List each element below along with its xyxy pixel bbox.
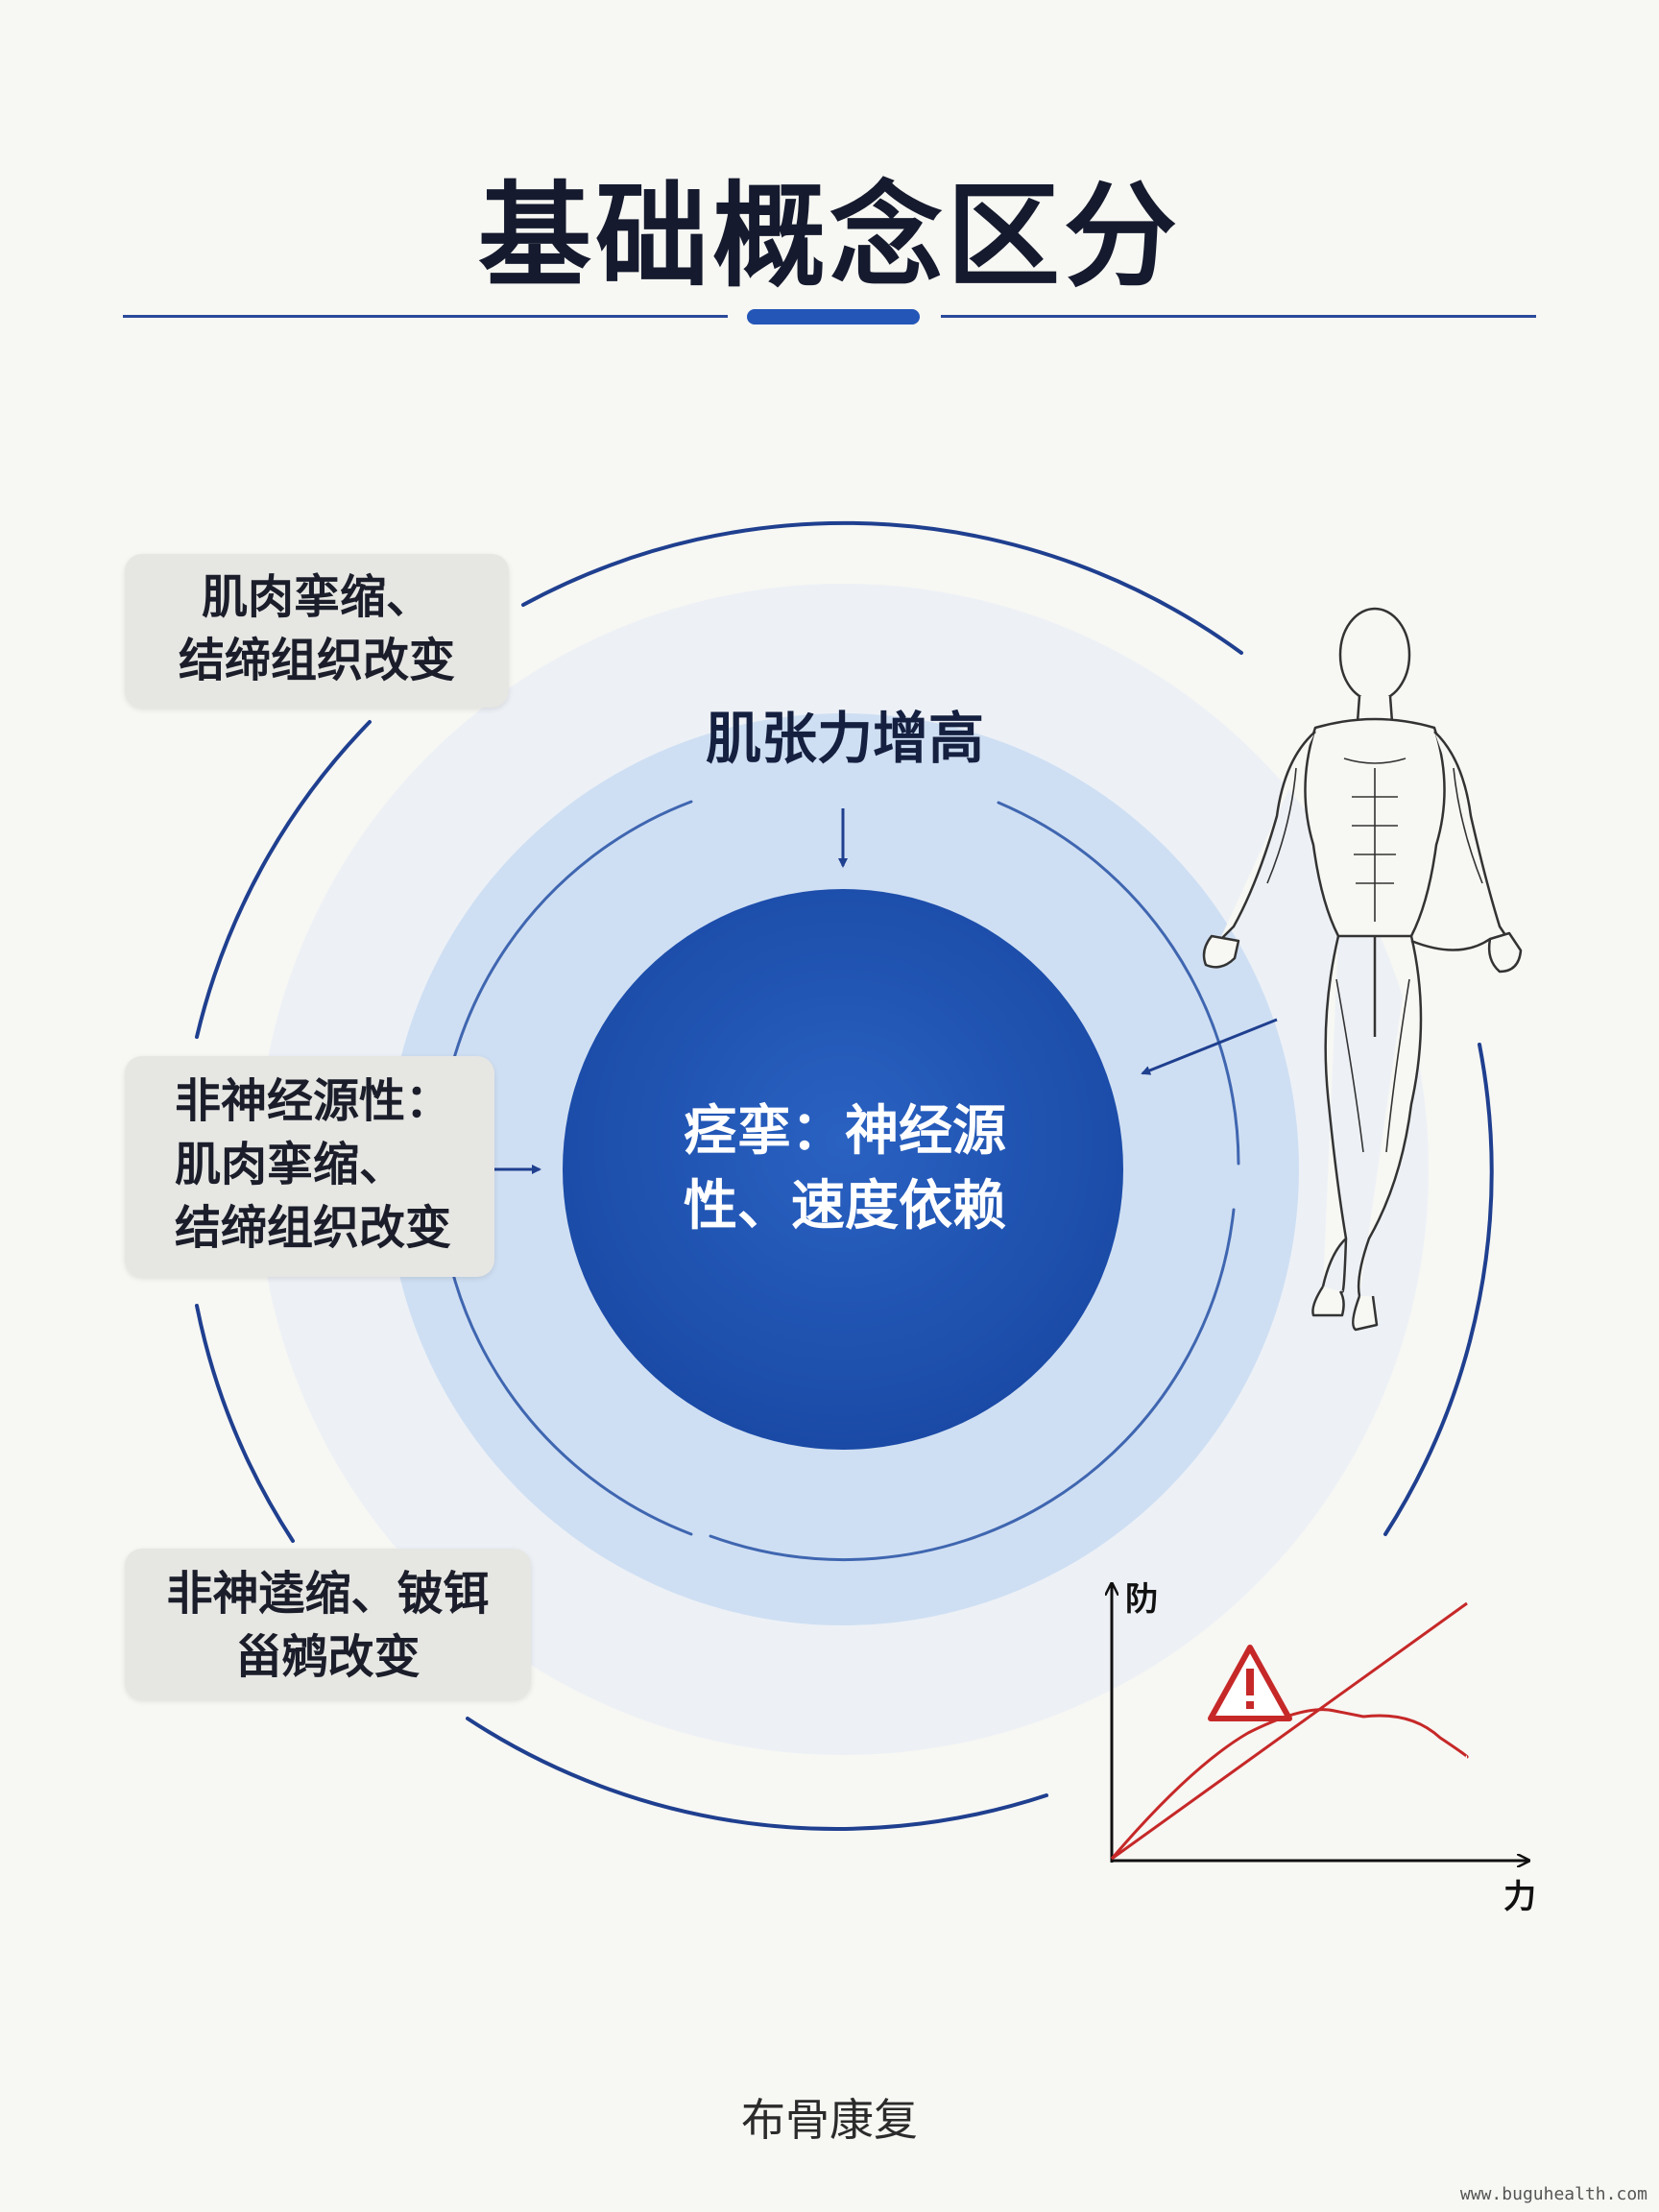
- core-label-line1: 痉挛：神经源: [684, 1100, 1006, 1163]
- card-non-neurogenic-line2: 肌肉挛缩、: [175, 1138, 406, 1191]
- card-contracture-line2: 结缔组织改变: [178, 634, 455, 687]
- ring-label: 肌张力增高: [705, 706, 984, 771]
- core-label: 痉挛：神经源 性、速度依赖: [595, 1094, 1094, 1244]
- inner-arc-bottom: [709, 1208, 1236, 1561]
- arrow-figure-to-core: [1141, 1018, 1278, 1075]
- outer-arc-top: [521, 520, 1243, 655]
- outer-arc-left-upper: [195, 720, 372, 1039]
- outer-arc-left-lower: [195, 1304, 295, 1543]
- graph-curve-peak: [1110, 1708, 1469, 1860]
- card-contracture: 肌肉挛缩、 结缔组织改变: [125, 554, 509, 708]
- core-zone: [563, 889, 1123, 1450]
- core-label-line2: 性、速度依赖: [684, 1175, 1006, 1238]
- outer-arc-bottom: [466, 1717, 1048, 1831]
- page-title: 基础概念区分: [477, 170, 1181, 302]
- card-third-line2: 甾鹓改变: [235, 1630, 421, 1684]
- inner-arc-right: [997, 801, 1240, 1166]
- card-third-line1: 非神逵缩、铍铒: [166, 1567, 490, 1621]
- outer-arc-right: [1383, 1043, 1494, 1536]
- graph-x-label: 力: [1503, 1878, 1536, 1916]
- graph-y-label: 阞: [1125, 1580, 1158, 1619]
- watermark: www.buguhealth.com: [1459, 2184, 1647, 2204]
- title-rule-right: [941, 315, 1536, 318]
- graph-line-linear: [1111, 1601, 1468, 1861]
- warning-triangle-icon: [1208, 1645, 1292, 1721]
- card-non-neurogenic: 非神经源性： 肌肉挛缩、 结缔组织改变: [125, 1056, 494, 1277]
- card-non-neurogenic-line1: 非神经源性：: [175, 1074, 452, 1128]
- card-non-neurogenic-line3: 结缔组织改变: [175, 1201, 452, 1255]
- card-contracture-line1: 肌肉挛缩、: [201, 570, 432, 624]
- anatomical-human-figure-icon: [1202, 607, 1523, 1332]
- footer-brand: 布骨康复: [741, 2094, 918, 2146]
- card-third: 非神逵缩、铍铒 甾鹓改变: [125, 1549, 531, 1699]
- title-rule-left: [123, 315, 728, 318]
- title-accent-bar: [747, 309, 920, 325]
- tension-graph: [1112, 1584, 1528, 1863]
